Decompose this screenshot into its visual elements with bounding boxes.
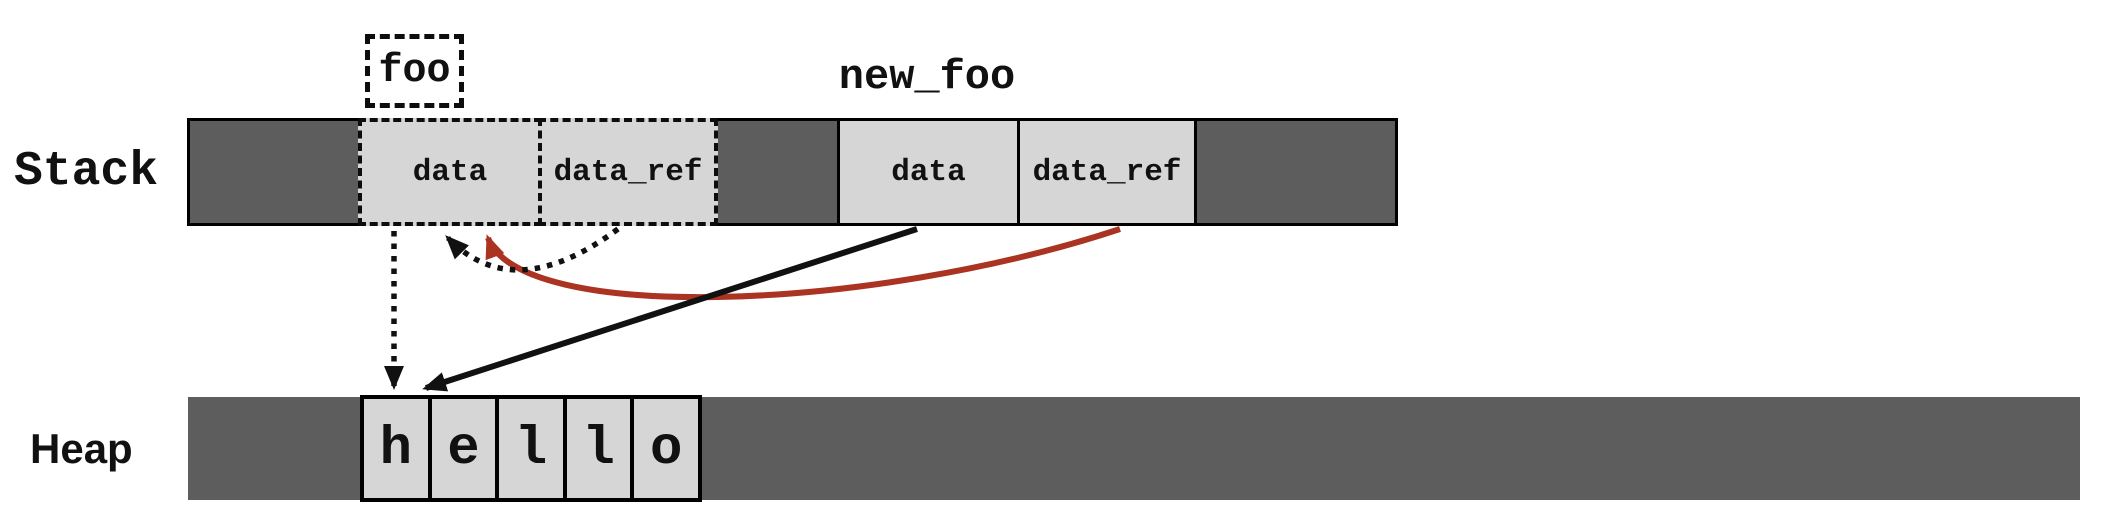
- foo-data-cell: data: [358, 118, 542, 226]
- arrow-newfoo-data-to-heap: [422, 226, 918, 392]
- heap-char-cell: l: [562, 399, 631, 498]
- heap-string-cells: h e l l o: [360, 395, 702, 502]
- heap-char-cell: h: [379, 419, 412, 480]
- heap-char-cell: l: [495, 399, 563, 498]
- heap-label: Heap: [30, 425, 133, 472]
- heap-char-cell: e: [427, 399, 496, 498]
- stack-label: Stack: [14, 145, 159, 199]
- foo-data-ref-cell: data_ref: [538, 118, 718, 226]
- arrow-newfoo-dataref-to-foo-data: [485, 226, 1121, 301]
- arrow-foo-dataref-to-foo-data: [445, 226, 620, 273]
- new-foo-data-cell: data: [837, 118, 1020, 226]
- new-foo-variable-label: new_foo: [838, 53, 1016, 101]
- heap-char-cell: o: [630, 399, 698, 498]
- foo-variable-box: foo: [365, 34, 464, 108]
- new-foo-data-ref-cell: data_ref: [1017, 118, 1197, 226]
